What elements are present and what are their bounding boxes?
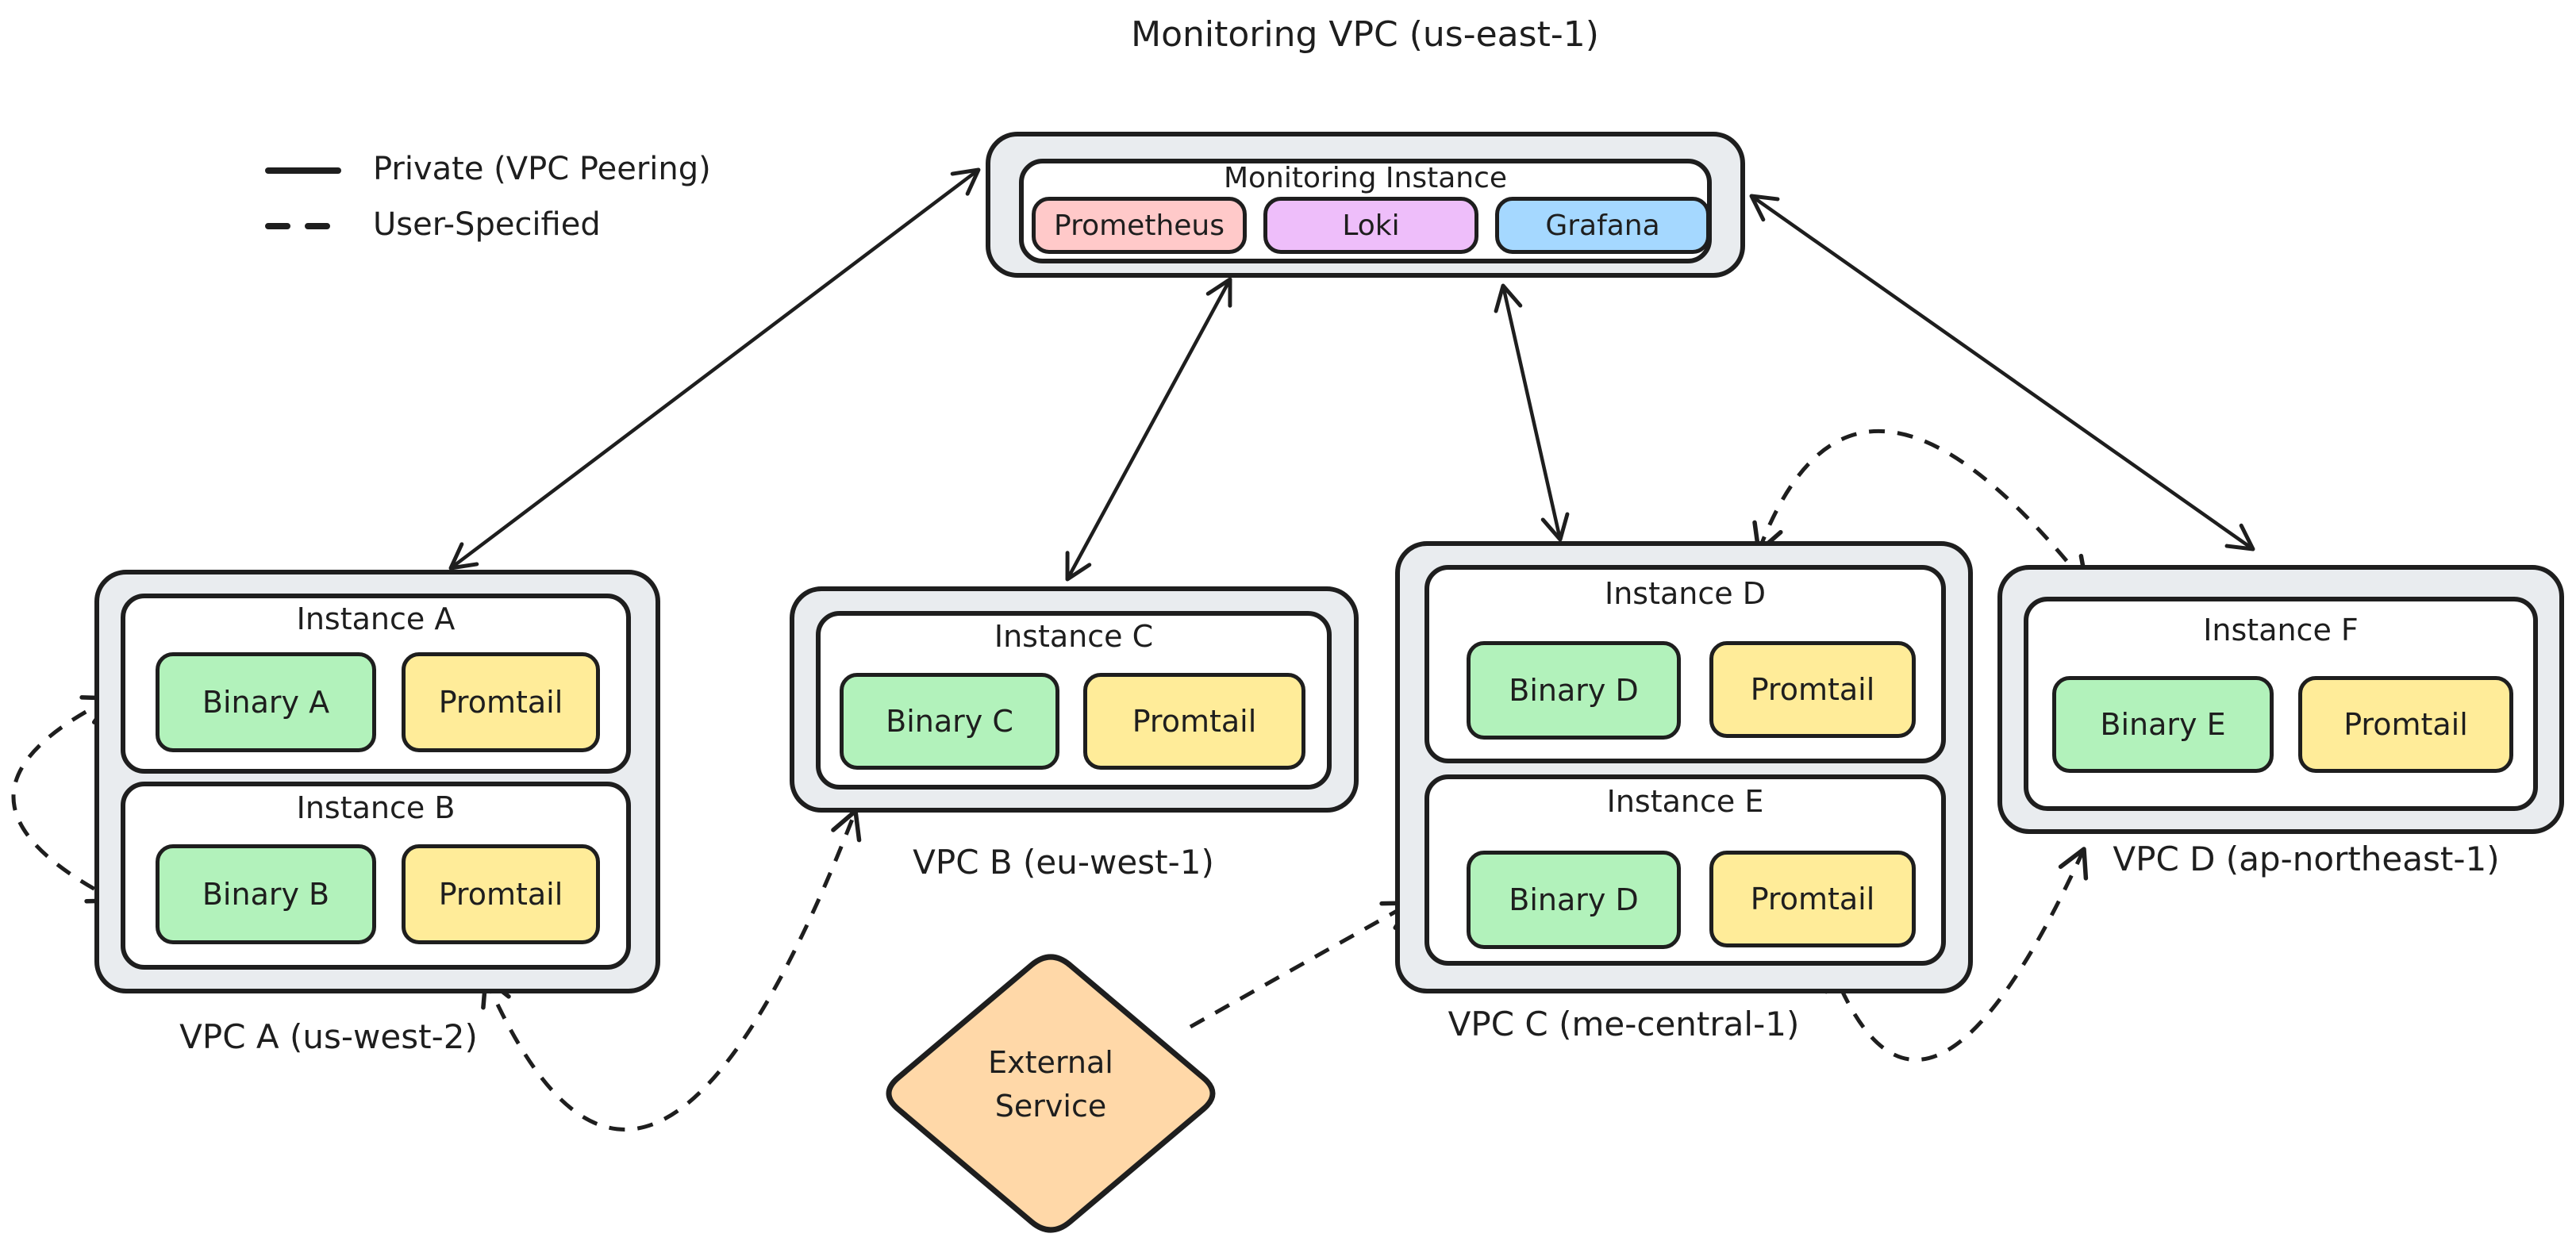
instance-b-title: Instance B — [296, 790, 456, 825]
instance-a-title: Instance A — [296, 601, 456, 636]
external-service-label-line2: Service — [994, 1089, 1107, 1124]
prometheus-box: Prometheus — [1032, 197, 1247, 254]
promtail-box-instance-f: Promtail — [2298, 676, 2513, 773]
instance-c-title: Instance C — [994, 619, 1154, 654]
vpc-c-label: VPC C (me-central-1) — [1448, 1005, 1800, 1043]
monitoring-instance-title: Monitoring Instance — [1223, 162, 1508, 194]
external-service-diamond — [886, 954, 1216, 1233]
grafana-box: Grafana — [1495, 197, 1710, 254]
edge-instance-a-instance-b — [11, 695, 118, 904]
legend-item-user-specified: User-Specified — [373, 206, 601, 243]
instance-e-title: Instance E — [1606, 784, 1764, 819]
promtail-box-instance-d: Promtail — [1709, 641, 1916, 738]
loki-box: Loki — [1263, 197, 1478, 254]
binary-a-box: Binary A — [156, 652, 376, 752]
binary-d-box-instance-e: Binary D — [1467, 851, 1681, 949]
edge-external-service-instance-e — [1189, 901, 1413, 1029]
edge-monitoring-vpc-c — [1494, 283, 1570, 542]
monitoring-vpc-title: Monitoring VPC (us-east-1) — [1131, 14, 1599, 55]
external-service-label: External Service — [988, 1041, 1113, 1128]
vpc-b-label: VPC B (eu-west-1) — [913, 843, 1214, 882]
edge-instance-e-vpc-d-bottom — [1824, 847, 2089, 1062]
promtail-box-instance-a: Promtail — [402, 652, 600, 752]
vpc-a-label: VPC A (us-west-2) — [179, 1017, 478, 1056]
promtail-box-instance-b: Promtail — [402, 844, 600, 944]
instance-d-title: Instance D — [1605, 576, 1766, 611]
vpc-d-label: VPC D (ap-northeast-1) — [2113, 840, 2500, 878]
edge-vpc-c-vpc-d-top — [1752, 428, 2089, 587]
binary-d-box-instance-d: Binary D — [1467, 641, 1681, 740]
instance-f-title: Instance F — [2203, 613, 2359, 647]
edge-monitoring-vpc-d — [1749, 194, 2255, 551]
external-service-label-line1: External — [988, 1045, 1113, 1080]
promtail-box-instance-e: Promtail — [1709, 851, 1916, 947]
edge-monitoring-vpc-b — [1065, 277, 1232, 582]
promtail-box-instance-c: Promtail — [1083, 673, 1305, 770]
binary-b-box: Binary B — [156, 844, 376, 944]
edge-instance-b-instance-c — [481, 809, 862, 1132]
edge-monitoring-vpc-a — [448, 167, 981, 571]
binary-e-box: Binary E — [2052, 676, 2274, 773]
legend-item-private: Private (VPC Peering) — [373, 151, 711, 187]
binary-c-box: Binary C — [840, 673, 1059, 770]
